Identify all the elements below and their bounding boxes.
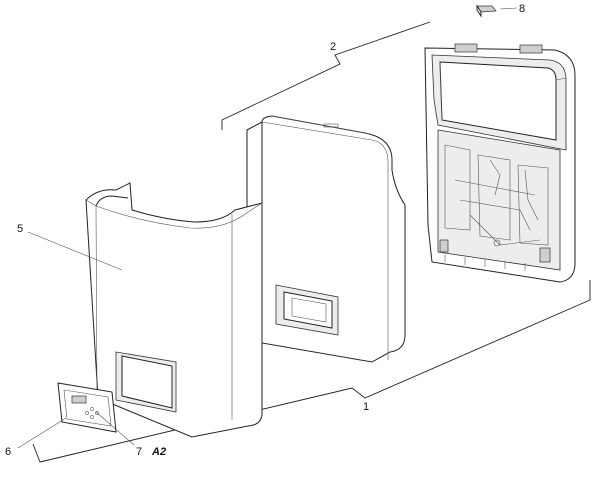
control-panel: [57, 382, 117, 433]
part-label-8: 8: [519, 3, 525, 15]
control-button-up-icon: [90, 407, 94, 411]
leader-5: [27, 231, 123, 271]
back-plate-frame: [424, 43, 576, 283]
leader-6: [17, 417, 67, 449]
part-label-1: 1: [363, 401, 369, 413]
part-label-6: 6: [5, 446, 11, 458]
leader-7: [95, 411, 135, 446]
top-bracket-right: [519, 44, 543, 54]
leader-8: [499, 7, 518, 10]
part-label-5: 5: [17, 223, 23, 235]
part-label-7: 7: [136, 446, 142, 458]
boiler-body: [246, 115, 406, 363]
bracket-2-outline: [221, 21, 431, 130]
leader-lines: [17, 7, 518, 449]
control-panel-screen: [71, 395, 87, 404]
top-bracket-left: [454, 43, 478, 53]
part-label-2: 2: [330, 41, 336, 53]
control-button-down-icon: [90, 415, 94, 419]
small-part-8: [476, 4, 497, 18]
assembly-tag: A2: [151, 446, 166, 458]
control-button-right-icon: [95, 411, 99, 415]
front-casing: [85, 182, 263, 438]
control-button-left-icon: [85, 411, 89, 415]
